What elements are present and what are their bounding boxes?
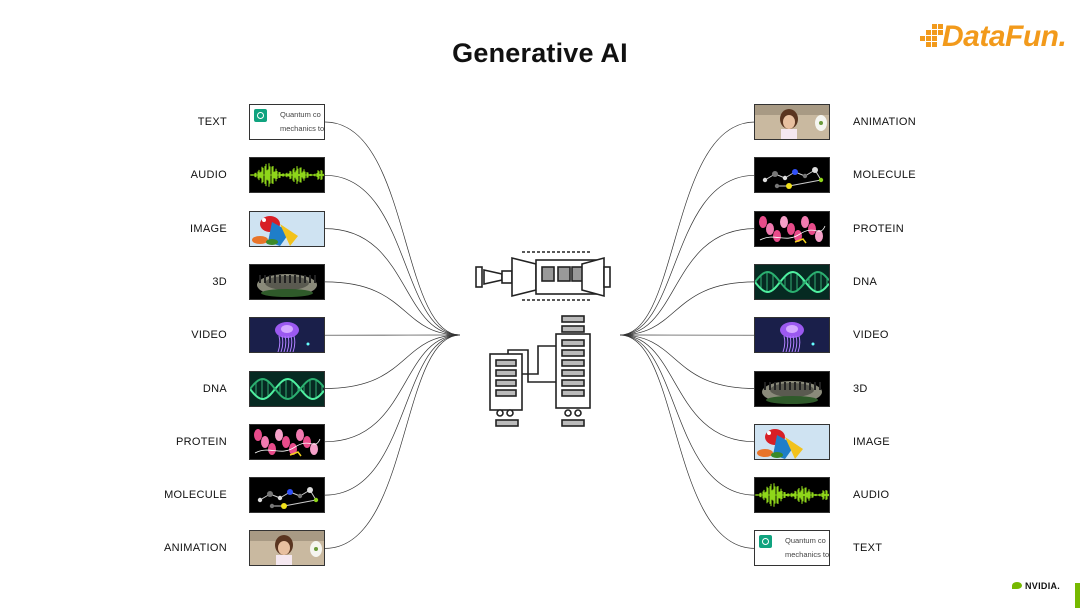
text-sample-line: mechanics to [785, 550, 829, 559]
right-label-animation: ANIMATION [853, 115, 916, 129]
right-thumb-image [754, 424, 830, 460]
model-architecture-icon [472, 250, 612, 450]
right-thumb-3d [754, 371, 830, 407]
connector-line-left [325, 122, 460, 335]
connector-line-left [325, 335, 460, 389]
accent-bar [1075, 583, 1080, 608]
right-thumb-dna [754, 264, 830, 300]
autoencoder-icon [476, 252, 610, 300]
transformer-icon [490, 316, 590, 426]
right-thumb-video [754, 317, 830, 353]
right-thumb-text: Quantum co mechanics to [754, 530, 830, 566]
connector-line-left [325, 335, 460, 442]
left-label-protein: PROTEIN [77, 435, 227, 449]
chatgpt-icon [254, 109, 267, 122]
left-thumb-audio [249, 157, 325, 193]
left-label-animation: ANIMATION [77, 541, 227, 555]
right-label-dna: DNA [853, 275, 877, 289]
right-label-audio: AUDIO [853, 488, 889, 502]
right-label-molecule: MOLECULE [853, 168, 916, 182]
connector-line-right [620, 335, 755, 548]
right-thumb-protein [754, 211, 830, 247]
right-label-text: TEXT [853, 541, 882, 555]
nvidia-logo-icon [1012, 582, 1022, 589]
right-thumb-audio [754, 477, 830, 513]
left-label-image: IMAGE [77, 222, 227, 236]
text-sample-line: Quantum co [280, 110, 321, 119]
connector-line-left [325, 229, 460, 335]
left-thumb-text: Quantum co mechanics to [249, 104, 325, 140]
left-label-dna: DNA [77, 382, 227, 396]
connector-line-right [620, 229, 755, 335]
left-label-molecule: MOLECULE [77, 488, 227, 502]
left-label-text: TEXT [77, 115, 227, 129]
connector-line-left [325, 335, 460, 548]
left-label-3d: 3D [77, 275, 227, 289]
right-label-3d: 3D [853, 382, 868, 396]
left-thumb-molecule [249, 477, 325, 513]
left-thumb-video [249, 317, 325, 353]
left-label-audio: AUDIO [77, 168, 227, 182]
left-thumb-image [249, 211, 325, 247]
text-sample-line: mechanics to [280, 124, 324, 133]
right-thumb-molecule [754, 157, 830, 193]
chatgpt-icon [759, 535, 772, 548]
left-thumb-3d [249, 264, 325, 300]
right-thumb-animation [754, 104, 830, 140]
right-label-protein: PROTEIN [853, 222, 904, 236]
left-label-video: VIDEO [77, 328, 227, 342]
left-thumb-dna [249, 371, 325, 407]
right-label-video: VIDEO [853, 328, 889, 342]
left-thumb-animation [249, 530, 325, 566]
connector-line-right [620, 335, 755, 442]
nvidia-logo-text: NVIDIA. [1025, 581, 1060, 591]
connector-line-right [620, 122, 755, 335]
text-sample-line: Quantum co [785, 536, 826, 545]
right-label-image: IMAGE [853, 435, 890, 449]
connector-line-right [620, 335, 755, 389]
left-thumb-protein [249, 424, 325, 460]
